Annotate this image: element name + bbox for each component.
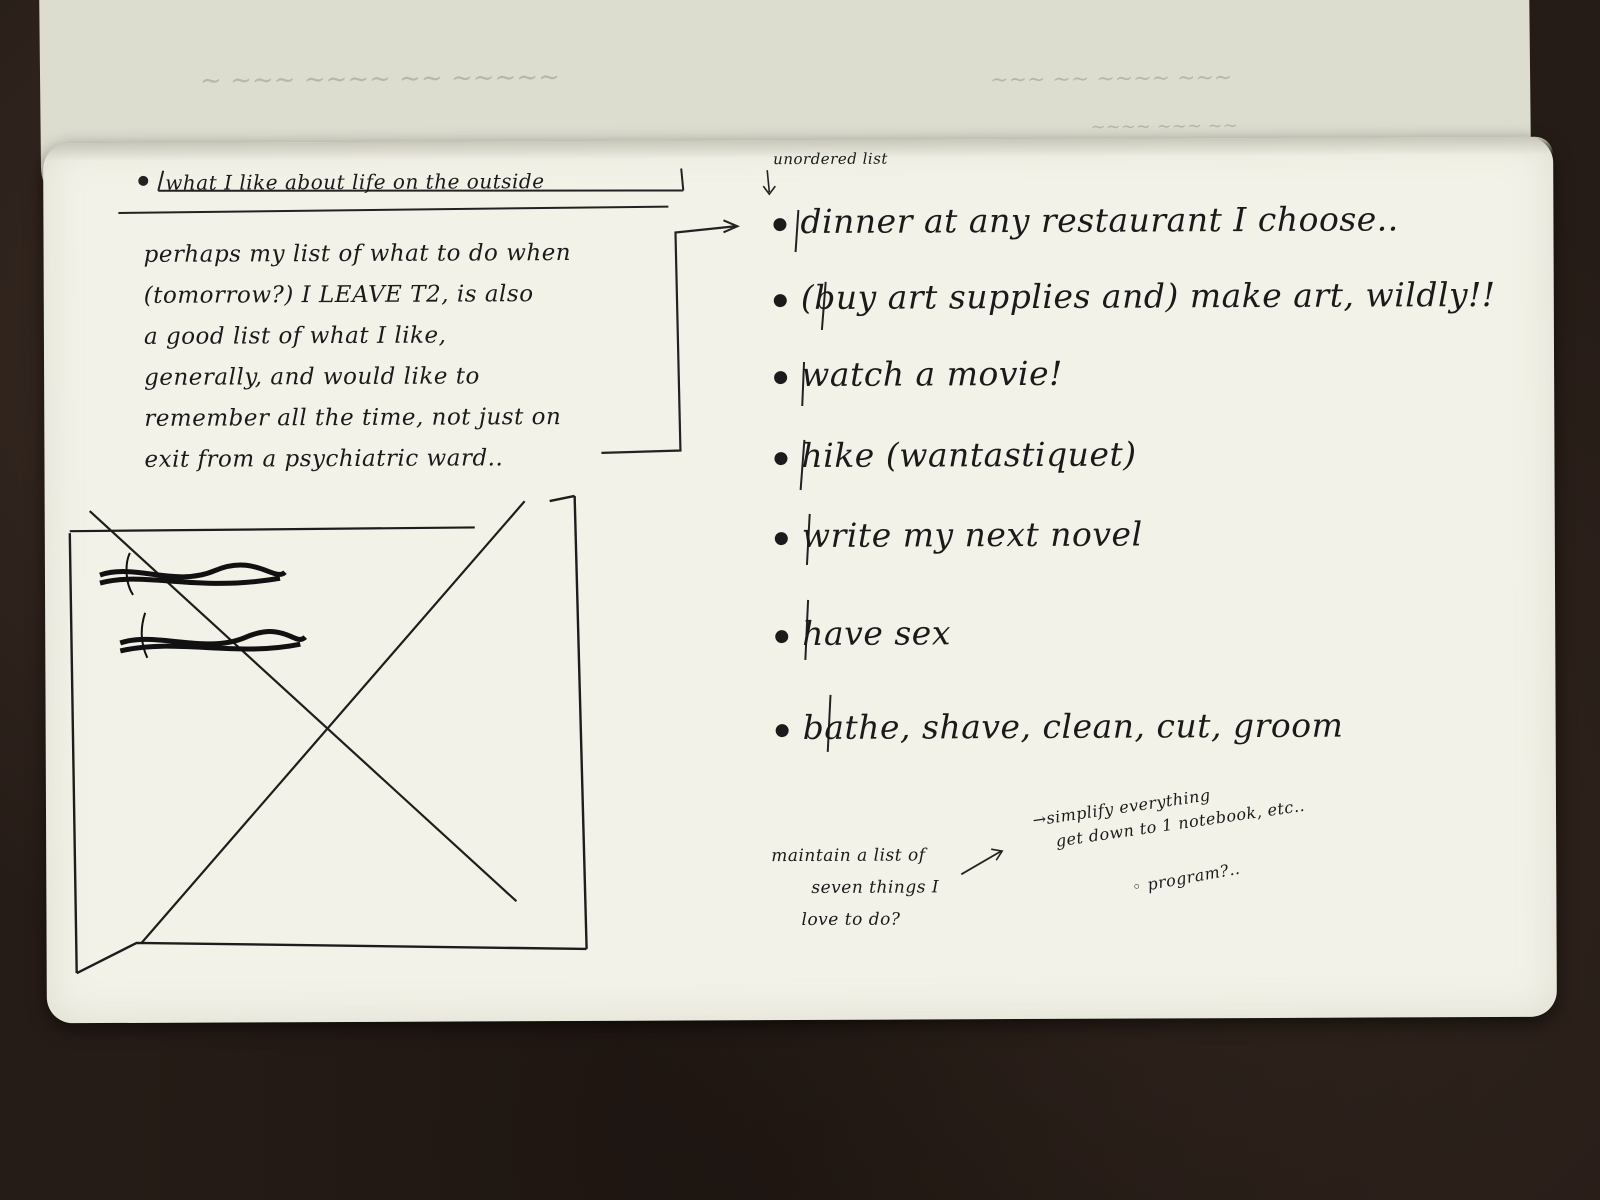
list-item: have sex	[775, 613, 951, 653]
list-divider	[805, 513, 811, 566]
list-item-text: bathe, shave, clean, cut, groom	[802, 705, 1344, 747]
crossed-box-frame	[68, 494, 588, 975]
list-item-text: (buy art supplies and) make art, wildly!…	[800, 274, 1496, 317]
list-item-text: dinner at any restaurant I choose..	[800, 199, 1399, 241]
intro-line: remember all the time, not just on	[144, 404, 562, 432]
bleed-through-scribble: ~~~~ ~~~ ~~	[1090, 115, 1238, 138]
bullet-icon	[775, 723, 789, 737]
intro-paragraph: perhaps my list of what to do when (tomo…	[143, 233, 624, 481]
list-divider	[799, 439, 806, 491]
list-item: (buy art supplies and) make art, wildly!…	[773, 274, 1496, 317]
bullet-icon	[774, 451, 788, 465]
arrowhead	[723, 219, 740, 234]
list-item: hike (wantastiquet)	[774, 434, 1137, 476]
notebook-page: what I like about life on the outside pe…	[43, 136, 1557, 1024]
list-header: unordered list	[773, 149, 888, 169]
page-title: what I like about life on the outside	[165, 169, 545, 195]
intro-line: (tomorrow?) I LEAVE T2, is also	[143, 281, 534, 309]
intro-line: a good list of what I like,	[143, 322, 447, 350]
list-item-text: watch a movie!	[801, 353, 1063, 394]
list-item-text: hike (wantastiquet)	[801, 434, 1137, 475]
list-divider	[801, 361, 806, 407]
margin-note: maintain a list of seven things I love t…	[771, 839, 939, 936]
bullet-icon	[773, 293, 787, 307]
bullet-icon	[774, 370, 788, 384]
list-item: bathe, shave, clean, cut, groom	[775, 705, 1344, 747]
list-item: dinner at any restaurant I choose..	[773, 199, 1399, 241]
list-divider	[794, 209, 800, 253]
list-item: write my next novel	[774, 514, 1143, 556]
intro-line: exit from a psychiatric ward..	[144, 445, 504, 473]
down-arrow	[762, 170, 776, 196]
note-line: seven things I	[811, 877, 940, 898]
note-line: maintain a list of	[771, 845, 926, 867]
bracket-arrow	[601, 225, 736, 454]
cross-line	[88, 510, 518, 903]
title-bullet	[138, 175, 149, 186]
note-line: love to do?	[801, 909, 901, 930]
bleed-through-scribble: ~~~ ~~ ~~~~ ~~~	[989, 65, 1233, 93]
title-underline	[118, 205, 669, 214]
list-item: watch a movie!	[774, 354, 1063, 394]
list-item-text: write my next novel	[801, 514, 1143, 555]
bullet-icon	[774, 531, 788, 545]
list-item-text: have sex	[802, 613, 951, 653]
bleed-through-scribble: ~ ~~~ ~~~~ ~~ ~~~~~	[199, 62, 561, 97]
ink-drawings	[68, 168, 1004, 975]
bullet-icon	[775, 629, 789, 643]
list-divider	[826, 694, 832, 752]
note-arrow	[960, 850, 1002, 876]
intro-line: perhaps my list of what to do when	[143, 239, 572, 268]
cross-line	[140, 500, 526, 944]
list-divider	[820, 281, 827, 330]
scribble-out	[119, 629, 308, 654]
scribble-out	[99, 562, 287, 586]
crossed-box-top	[69, 526, 475, 533]
intro-line: generally, and would like to	[144, 363, 480, 391]
title-box	[157, 168, 685, 192]
bullet-icon	[773, 217, 787, 231]
list-divider	[804, 599, 810, 661]
